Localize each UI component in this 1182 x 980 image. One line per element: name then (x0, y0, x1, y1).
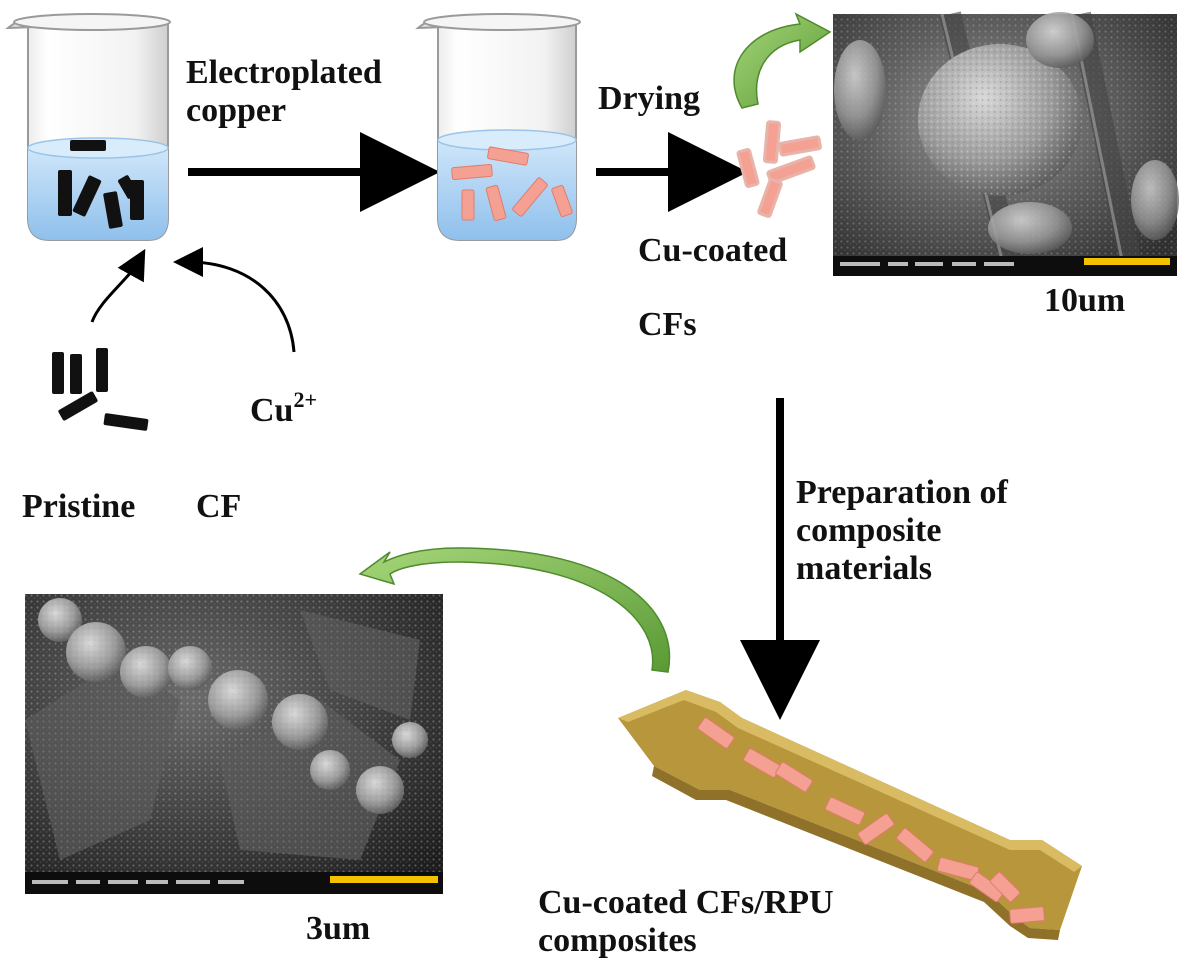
label-scale-bottom: 3um (306, 910, 371, 947)
pristine-cf-pile (52, 348, 149, 431)
label-composite: Cu-coated CFs/RPU composites (538, 884, 834, 960)
dried-cu-fibers (736, 120, 822, 218)
label-scale-top: 10um (1044, 282, 1126, 319)
label-preparation-line2: composite (796, 512, 942, 550)
label-cu-coated-line1: Cu-coated (638, 232, 788, 269)
label-preparation: Preparation of composite materials (796, 474, 1008, 588)
label-electroplated-line2: copper (186, 92, 287, 130)
label-cu-ion-charge: 2+ (293, 387, 318, 412)
arrow-cf-to-beaker (90, 248, 146, 323)
arrow-cu-to-beaker (173, 247, 296, 353)
green-arrow-to-sem-bottom (358, 547, 671, 673)
label-cu-ion: Cu2+ (250, 389, 317, 430)
label-cu-ion-base: Cu (250, 392, 294, 429)
label-electroplated-line1: Electroplated (186, 54, 382, 91)
sem-image-top (833, 11, 1179, 276)
label-composite-line1: Cu-coated CFs/RPU (538, 884, 834, 921)
label-cu-coated-line2: CFs (638, 306, 697, 343)
label-drying: Drying (598, 80, 700, 117)
label-preparation-line3: materials (796, 550, 932, 588)
beaker-electroplated (415, 13, 581, 241)
sem-image-bottom (25, 594, 443, 894)
beaker-pristine (5, 13, 171, 241)
label-cf: CF (196, 488, 242, 525)
label-pristine: Pristine (22, 488, 136, 525)
label-electroplated-copper: Electroplated copper (186, 54, 382, 130)
label-composite-line2: composites (538, 922, 697, 960)
composite-specimen (618, 690, 1082, 940)
green-arrow-to-sem-top (733, 12, 832, 109)
label-preparation-line1: Preparation of (796, 474, 1008, 511)
